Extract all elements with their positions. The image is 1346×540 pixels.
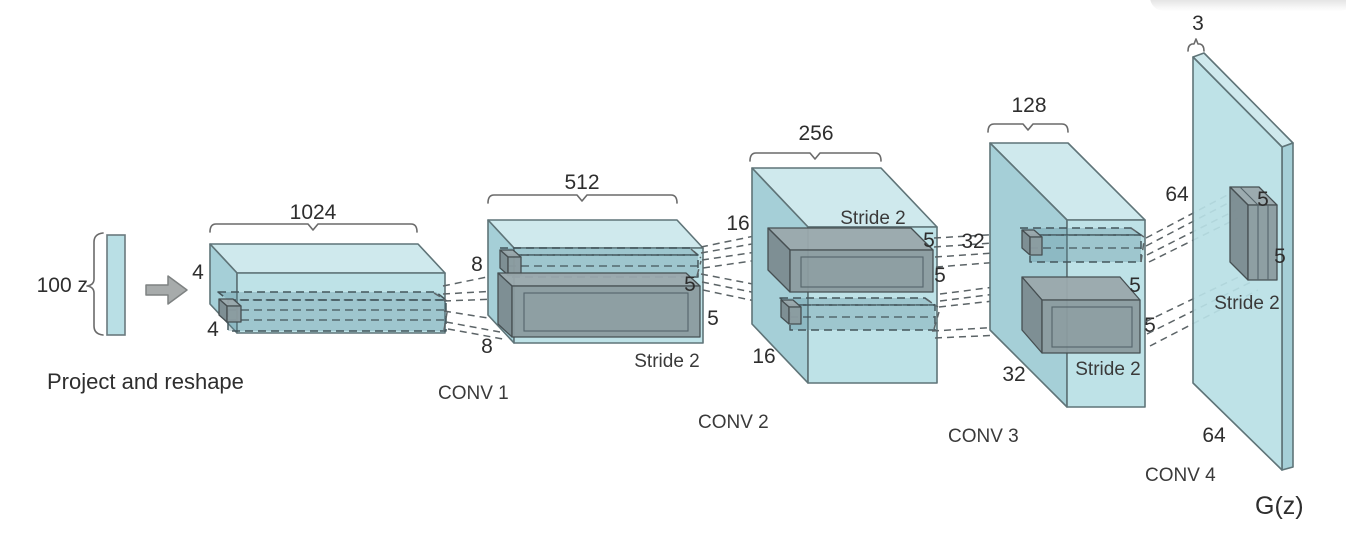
- channels-bracket-1024: [209, 223, 418, 233]
- channels-bracket-128: [987, 123, 1069, 133]
- reshape-filter-front: [226, 305, 242, 323]
- reshape-box-top: [209, 243, 446, 274]
- channels-label-512: 512: [564, 171, 599, 194]
- conv1-kernel-h-label: 5: [684, 273, 696, 296]
- latent-vector-bar: [106, 234, 126, 336]
- output-panel-side: [1281, 142, 1294, 471]
- output-kernel-w-label: 5: [1274, 245, 1286, 268]
- channels-label-1024: 1024: [290, 201, 337, 224]
- conv2-filter-top: [767, 227, 934, 251]
- conv1-filter-top: [497, 272, 701, 287]
- conv1-height-label: 8: [471, 253, 483, 276]
- output-width-label: 64: [1202, 424, 1226, 447]
- conv3-height-label: 32: [961, 230, 984, 253]
- conv4-name-label: CONV 4: [1145, 465, 1216, 486]
- channels-label-128: 128: [1011, 94, 1046, 117]
- reshape-slab-top: [217, 291, 447, 301]
- conv1-filter-inner-wire: [523, 292, 689, 332]
- conv3-slab-apex: [1130, 227, 1145, 238]
- reshape-width-label: 4: [207, 318, 219, 341]
- conv3-width-label: 32: [1002, 363, 1025, 386]
- conv3-name-label: CONV 3: [948, 426, 1019, 447]
- top-right-overlay-fragment: [1150, 0, 1346, 11]
- conv3-slab-apex: [1140, 240, 1145, 263]
- conv1-slab-apex: [696, 260, 702, 277]
- conv2-name-label: CONV 2: [698, 412, 769, 433]
- conv1-name-label: CONV 1: [438, 383, 509, 404]
- conv2-slab-filter-front: [788, 306, 802, 325]
- output-height-label: 64: [1165, 183, 1189, 206]
- conv3-stride-label: Stride 2: [1075, 359, 1140, 380]
- conv1-stride-label: Stride 2: [634, 351, 699, 372]
- layer-output-block: 3 64 64 5 5 Stride 2 CONV 4 G(z): [1145, 12, 1304, 520]
- conv1-kernel-w-label: 5: [707, 307, 719, 330]
- conv1-slab-filter-front: [507, 256, 522, 276]
- layer-conv2-block: 256 Stride 2 16 16 5 5 CONV 2: [698, 122, 946, 433]
- channels-label-3: 3: [1192, 12, 1204, 35]
- output-gz-label: G(z): [1255, 492, 1304, 520]
- conv3-kernel-h-label: 5: [1129, 274, 1141, 297]
- projection-fan-reshape-conv1: [433, 275, 504, 340]
- conv2-height-label: 16: [726, 212, 749, 235]
- conv3-filter-inner-wire: [1051, 306, 1133, 348]
- conv2-slab-top: [779, 297, 936, 306]
- reshape-height-label: 4: [192, 261, 204, 284]
- layer-conv1-block: 512 8 8 5 5 Stride 2 CONV 1: [438, 171, 719, 404]
- conv2-filter-inner-wire: [800, 256, 924, 288]
- project-arrow-icon: [145, 275, 188, 305]
- conv2-slab-apex: [925, 298, 939, 308]
- input-latent-vector: 100 z Project and reshape: [37, 232, 244, 394]
- channels-bracket-512: [487, 194, 678, 204]
- conv1-slab-top: [499, 247, 699, 256]
- conv1-slab-apex: [690, 248, 702, 259]
- layer-reshape-block: 1024 4 4: [192, 201, 447, 341]
- conv2-slab-apex: [933, 311, 940, 330]
- channels-bracket-3: [1187, 38, 1205, 52]
- output-filter-slice: [1239, 186, 1259, 206]
- conv2-kernel-h-label: 5: [923, 229, 935, 252]
- latent-dim-label: 100 z: [37, 274, 88, 297]
- conv4-stride-label: Stride 2: [1214, 293, 1279, 314]
- conv2-filter-front: [789, 249, 934, 293]
- conv2-kernel-w-label: 5: [934, 264, 946, 287]
- channels-bracket-256: [749, 152, 882, 162]
- reshape-slab-front: [227, 299, 447, 332]
- output-filter-front: [1247, 204, 1278, 281]
- conv3-filter-front: [1041, 299, 1141, 354]
- conv1-width-label: 8: [481, 335, 493, 358]
- project-reshape-caption: Project and reshape: [47, 369, 244, 394]
- layer-conv3-block: 128 32 32 5 5 Stride 2 CONV 3: [948, 94, 1156, 447]
- channels-label-256: 256: [798, 122, 833, 145]
- conv2-stride-label: Stride 2: [840, 208, 905, 229]
- output-kernel-h-label: 5: [1257, 188, 1269, 211]
- conv1-filter-front: [511, 285, 701, 338]
- conv1-box-top: [487, 219, 704, 249]
- conv2-width-label: 16: [752, 345, 775, 368]
- conv3-kernel-w-label: 5: [1144, 314, 1156, 337]
- latent-brace: [86, 232, 104, 336]
- conv3-slab-filter-front: [1029, 236, 1043, 256]
